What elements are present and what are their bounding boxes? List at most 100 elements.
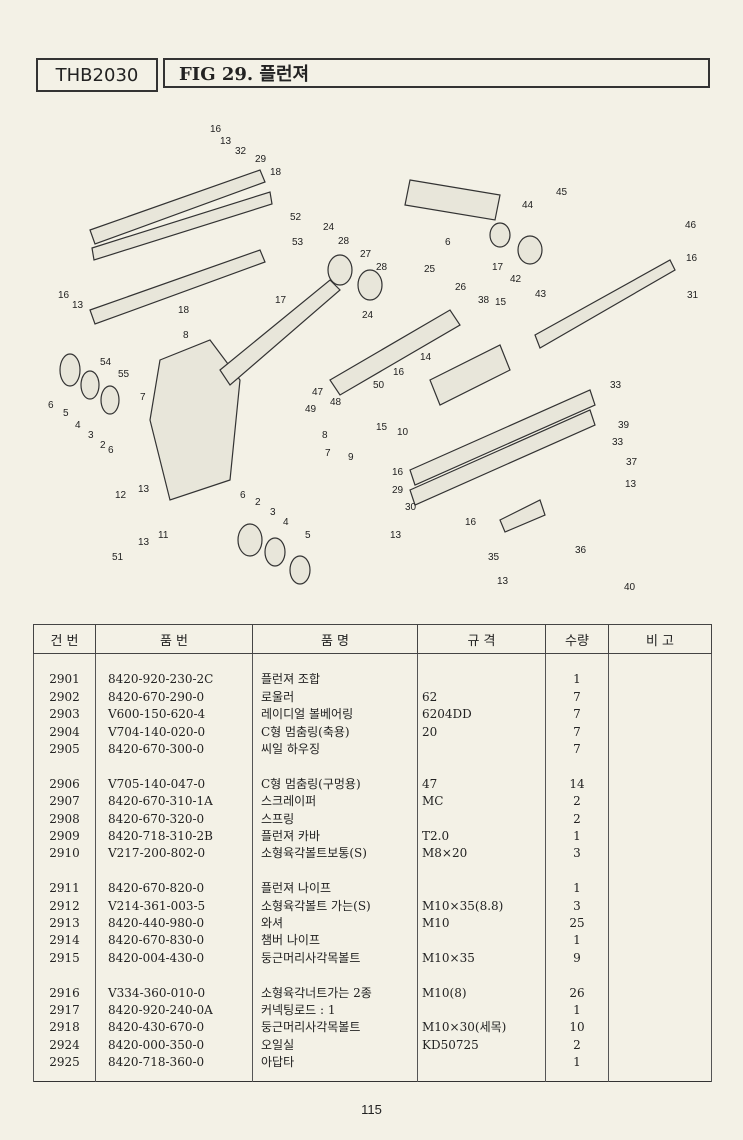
item-no: 2910 (33, 845, 96, 863)
part-name: 둥근머리사각목볼트 (252, 1019, 418, 1037)
callout-number: 4 (283, 517, 289, 528)
quantity: 7 (545, 723, 609, 742)
callout-number: 13 (138, 537, 150, 548)
callout-number: 6 (108, 445, 114, 456)
remarks (608, 828, 712, 846)
part-name: 아답타 (252, 1054, 418, 1072)
spec (417, 1002, 546, 1020)
remarks (608, 688, 712, 707)
callout-number: 18 (270, 167, 282, 178)
callout-number: 15 (376, 422, 388, 433)
spec (417, 880, 546, 898)
callout-number: 31 (687, 290, 699, 301)
part-name: 둥근머리사각목볼트 (252, 949, 418, 968)
callout-number: 29 (392, 485, 404, 496)
part-number: 8420-000-350-0 (95, 1036, 253, 1055)
callout-number: 39 (618, 420, 630, 431)
spec: MC (417, 793, 546, 811)
part-number: 8420-670-310-1A (95, 793, 253, 811)
callout-number: 40 (624, 582, 636, 593)
part-number: 8420-440-980-0 (95, 915, 253, 933)
callout-number: 8 (322, 430, 328, 441)
remarks (608, 793, 712, 811)
item-no: 2902 (33, 688, 96, 707)
part-name: 로울러 (252, 688, 418, 707)
part-number: 8420-920-240-0A (95, 1002, 253, 1020)
part-number: 8420-718-360-0 (95, 1054, 253, 1072)
part-number: 8420-670-300-0 (95, 741, 253, 759)
quantity: 26 (545, 984, 609, 1003)
callout-number: 6 (445, 237, 451, 248)
part-number: V705-140-047-0 (95, 775, 253, 794)
callout-number: 13 (138, 484, 150, 495)
part-name: 소형육각볼트 가는(S) (252, 897, 418, 916)
callout-number: 49 (305, 404, 317, 415)
part-number: 8420-718-310-2B (95, 828, 253, 846)
item-no: 2913 (33, 915, 96, 933)
spacer-row (33, 758, 712, 776)
callout-number: 43 (535, 289, 547, 300)
callout-number: 3 (270, 507, 276, 518)
remarks (608, 1036, 712, 1055)
remarks (608, 810, 712, 829)
callout-number: 27 (360, 249, 372, 260)
part-name: 커넥팅로드 : 1 (252, 1002, 418, 1020)
callout-number: 6 (48, 400, 54, 411)
callout-number: 12 (115, 490, 127, 501)
quantity: 2 (545, 1036, 609, 1055)
part-number: 8420-670-290-0 (95, 688, 253, 707)
callout-number: 6 (240, 490, 246, 501)
remarks (608, 1019, 712, 1037)
callout-number: 15 (495, 297, 507, 308)
callout-number: 52 (290, 212, 302, 223)
quantity: 1 (545, 1002, 609, 1020)
callout-number: 44 (522, 200, 534, 211)
part-number: 8420-670-820-0 (95, 880, 253, 898)
callout-number: 13 (72, 300, 84, 311)
callout-number: 18 (178, 305, 190, 316)
callout-number: 4 (75, 420, 81, 431)
col-header-qty: 수량 (545, 624, 609, 654)
item-no: 2925 (33, 1054, 96, 1072)
callout-number: 36 (575, 545, 587, 556)
callout-number: 16 (393, 367, 405, 378)
item-no: 2914 (33, 932, 96, 950)
part-number: V214-361-003-5 (95, 897, 253, 916)
remarks (608, 880, 712, 898)
quantity: 2 (545, 793, 609, 811)
model-label: THB2030 (55, 64, 139, 86)
spec: 6204DD (417, 706, 546, 724)
spec: T2.0 (417, 828, 546, 846)
spacer-row (33, 653, 712, 672)
callout-number: 54 (100, 357, 112, 368)
spec: M10 (417, 915, 546, 933)
callout-number: 46 (685, 220, 697, 231)
callout-number: 33 (612, 437, 624, 448)
item-no: 2906 (33, 775, 96, 794)
callout-number: 16 (58, 290, 70, 301)
spec: M8×20 (417, 845, 546, 863)
callout-number: 25 (424, 264, 436, 275)
remarks (608, 932, 712, 950)
figure-title-box: FIG 29. 플런져 (163, 58, 710, 88)
quantity: 3 (545, 845, 609, 863)
quantity: 25 (545, 915, 609, 933)
callout-number: 16 (465, 517, 477, 528)
quantity: 7 (545, 706, 609, 724)
spec (417, 1054, 546, 1072)
remarks (608, 897, 712, 916)
remarks (608, 741, 712, 759)
callout-number: 37 (626, 457, 638, 468)
quantity: 14 (545, 775, 609, 794)
